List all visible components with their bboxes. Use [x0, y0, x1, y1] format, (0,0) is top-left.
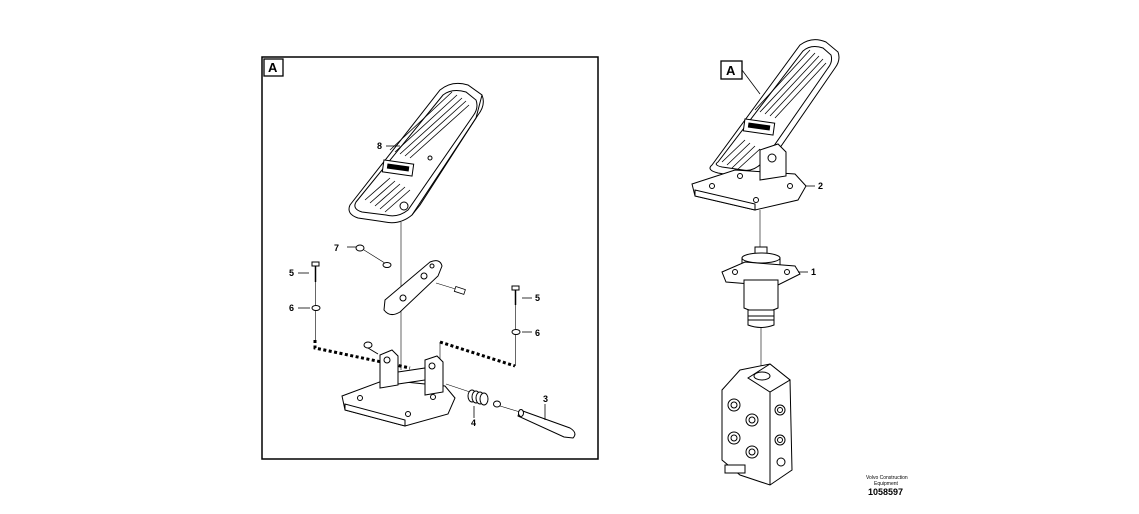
pedal-badge-left: [381, 155, 433, 211]
pedal-base-right: [691, 143, 807, 211]
svg-text:3: 3: [543, 394, 548, 404]
callout-2: 2: [806, 181, 823, 191]
spring-4: 4: [445, 383, 501, 428]
control-valve: [721, 363, 793, 486]
pedal-base-left: [341, 341, 456, 427]
svg-text:6: 6: [535, 328, 540, 338]
bracket-plate: [383, 260, 443, 316]
pin-3: 3: [499, 394, 576, 439]
svg-text:7: 7: [334, 243, 339, 253]
svg-text:Equipment: Equipment: [874, 481, 899, 487]
dashed-guide: [313, 340, 516, 370]
drawing-footer: Volvo Construction Equipment 1058597: [866, 475, 908, 497]
svg-text:8: 8: [377, 141, 382, 151]
pedal-treads-left: [364, 91, 470, 213]
pedal-treads-right: [721, 49, 827, 171]
svg-text:A: A: [726, 63, 736, 78]
svg-text:2: 2: [818, 181, 823, 191]
callout-1: 1: [798, 267, 816, 277]
nut-7: 7: [334, 243, 392, 268]
washer-6-right: 6: [511, 328, 540, 338]
washer-6-left: 6: [289, 303, 321, 313]
detail-frame: [261, 56, 599, 460]
pedal-badge-right: [742, 118, 776, 136]
callout-8: 8: [377, 141, 400, 151]
pedal-plate-left: [348, 82, 484, 224]
bolt-head: [453, 286, 466, 295]
screw-5-right: 5: [511, 285, 540, 366]
screw-5-left: 5: [289, 261, 320, 340]
svg-text:1058597: 1058597: [868, 487, 903, 497]
svg-text:1: 1: [811, 267, 816, 277]
detail-marker-right: A: [720, 60, 761, 95]
svg-text:6: 6: [289, 303, 294, 313]
svg-text:4: 4: [471, 418, 476, 428]
svg-text:A: A: [268, 60, 278, 75]
detail-marker-left: A: [263, 58, 284, 77]
svg-text:5: 5: [289, 268, 294, 278]
pedal-sensor-1: [721, 246, 801, 328]
svg-text:Volvo Construction: Volvo Construction: [866, 475, 908, 481]
svg-text:5: 5: [535, 293, 540, 303]
